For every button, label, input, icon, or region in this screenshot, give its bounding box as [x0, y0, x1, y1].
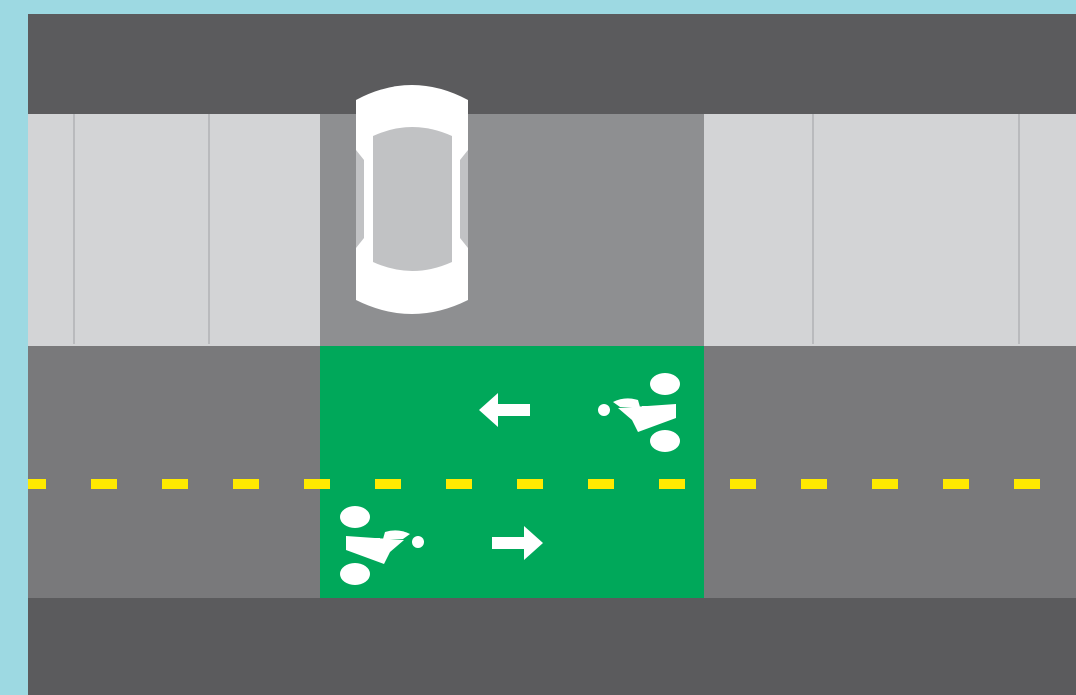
bottom-road	[28, 598, 1076, 695]
car-side-window-right	[460, 150, 468, 248]
center-line-dash	[28, 479, 46, 489]
top-road	[28, 14, 1076, 114]
center-line-dash	[588, 479, 614, 489]
center-line-dash	[162, 479, 188, 489]
center-line-dash	[446, 479, 472, 489]
center-line-dash	[730, 479, 756, 489]
car-roof	[373, 150, 452, 252]
car-icon	[356, 85, 468, 314]
sidewalk-right	[704, 114, 1076, 346]
center-line-dash	[304, 479, 330, 489]
center-line-dash	[517, 479, 543, 489]
center-line-dash	[943, 479, 969, 489]
center-line-dash	[91, 479, 117, 489]
center-line-dash	[872, 479, 898, 489]
center-line	[28, 479, 1040, 489]
center-line-dash	[375, 479, 401, 489]
center-line-dash	[1014, 479, 1040, 489]
center-line-dash	[801, 479, 827, 489]
center-line-dash	[659, 479, 685, 489]
car-side-window-left	[356, 150, 364, 248]
center-line-dash	[233, 479, 259, 489]
sidewalk-left	[28, 114, 320, 346]
